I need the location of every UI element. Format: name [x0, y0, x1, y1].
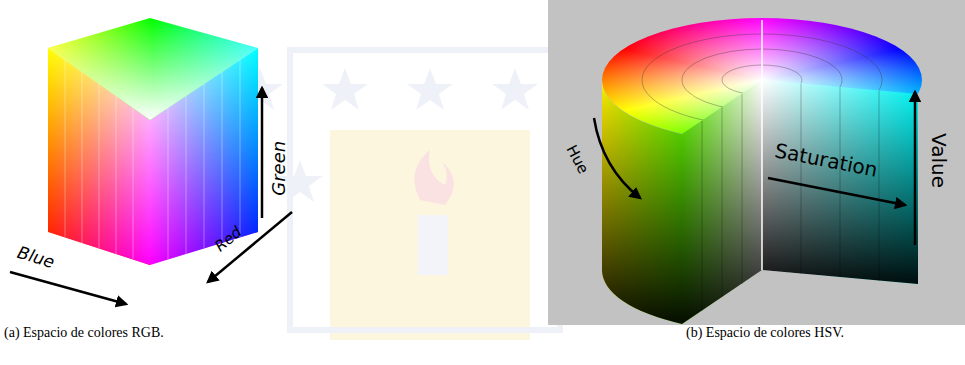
figure-caption: (a) Espacio de colores RGB.	[4, 325, 164, 341]
axis-label: Value	[926, 133, 949, 188]
rgb-cube	[48, 18, 258, 265]
axis-arrows	[10, 88, 292, 304]
axis-label: Blue	[15, 243, 57, 273]
watermark	[237, 50, 560, 340]
axis-label: Green	[269, 141, 290, 196]
hsv-background	[548, 0, 965, 325]
figure-caption: (b) Espacio de colores HSV.	[686, 325, 844, 341]
